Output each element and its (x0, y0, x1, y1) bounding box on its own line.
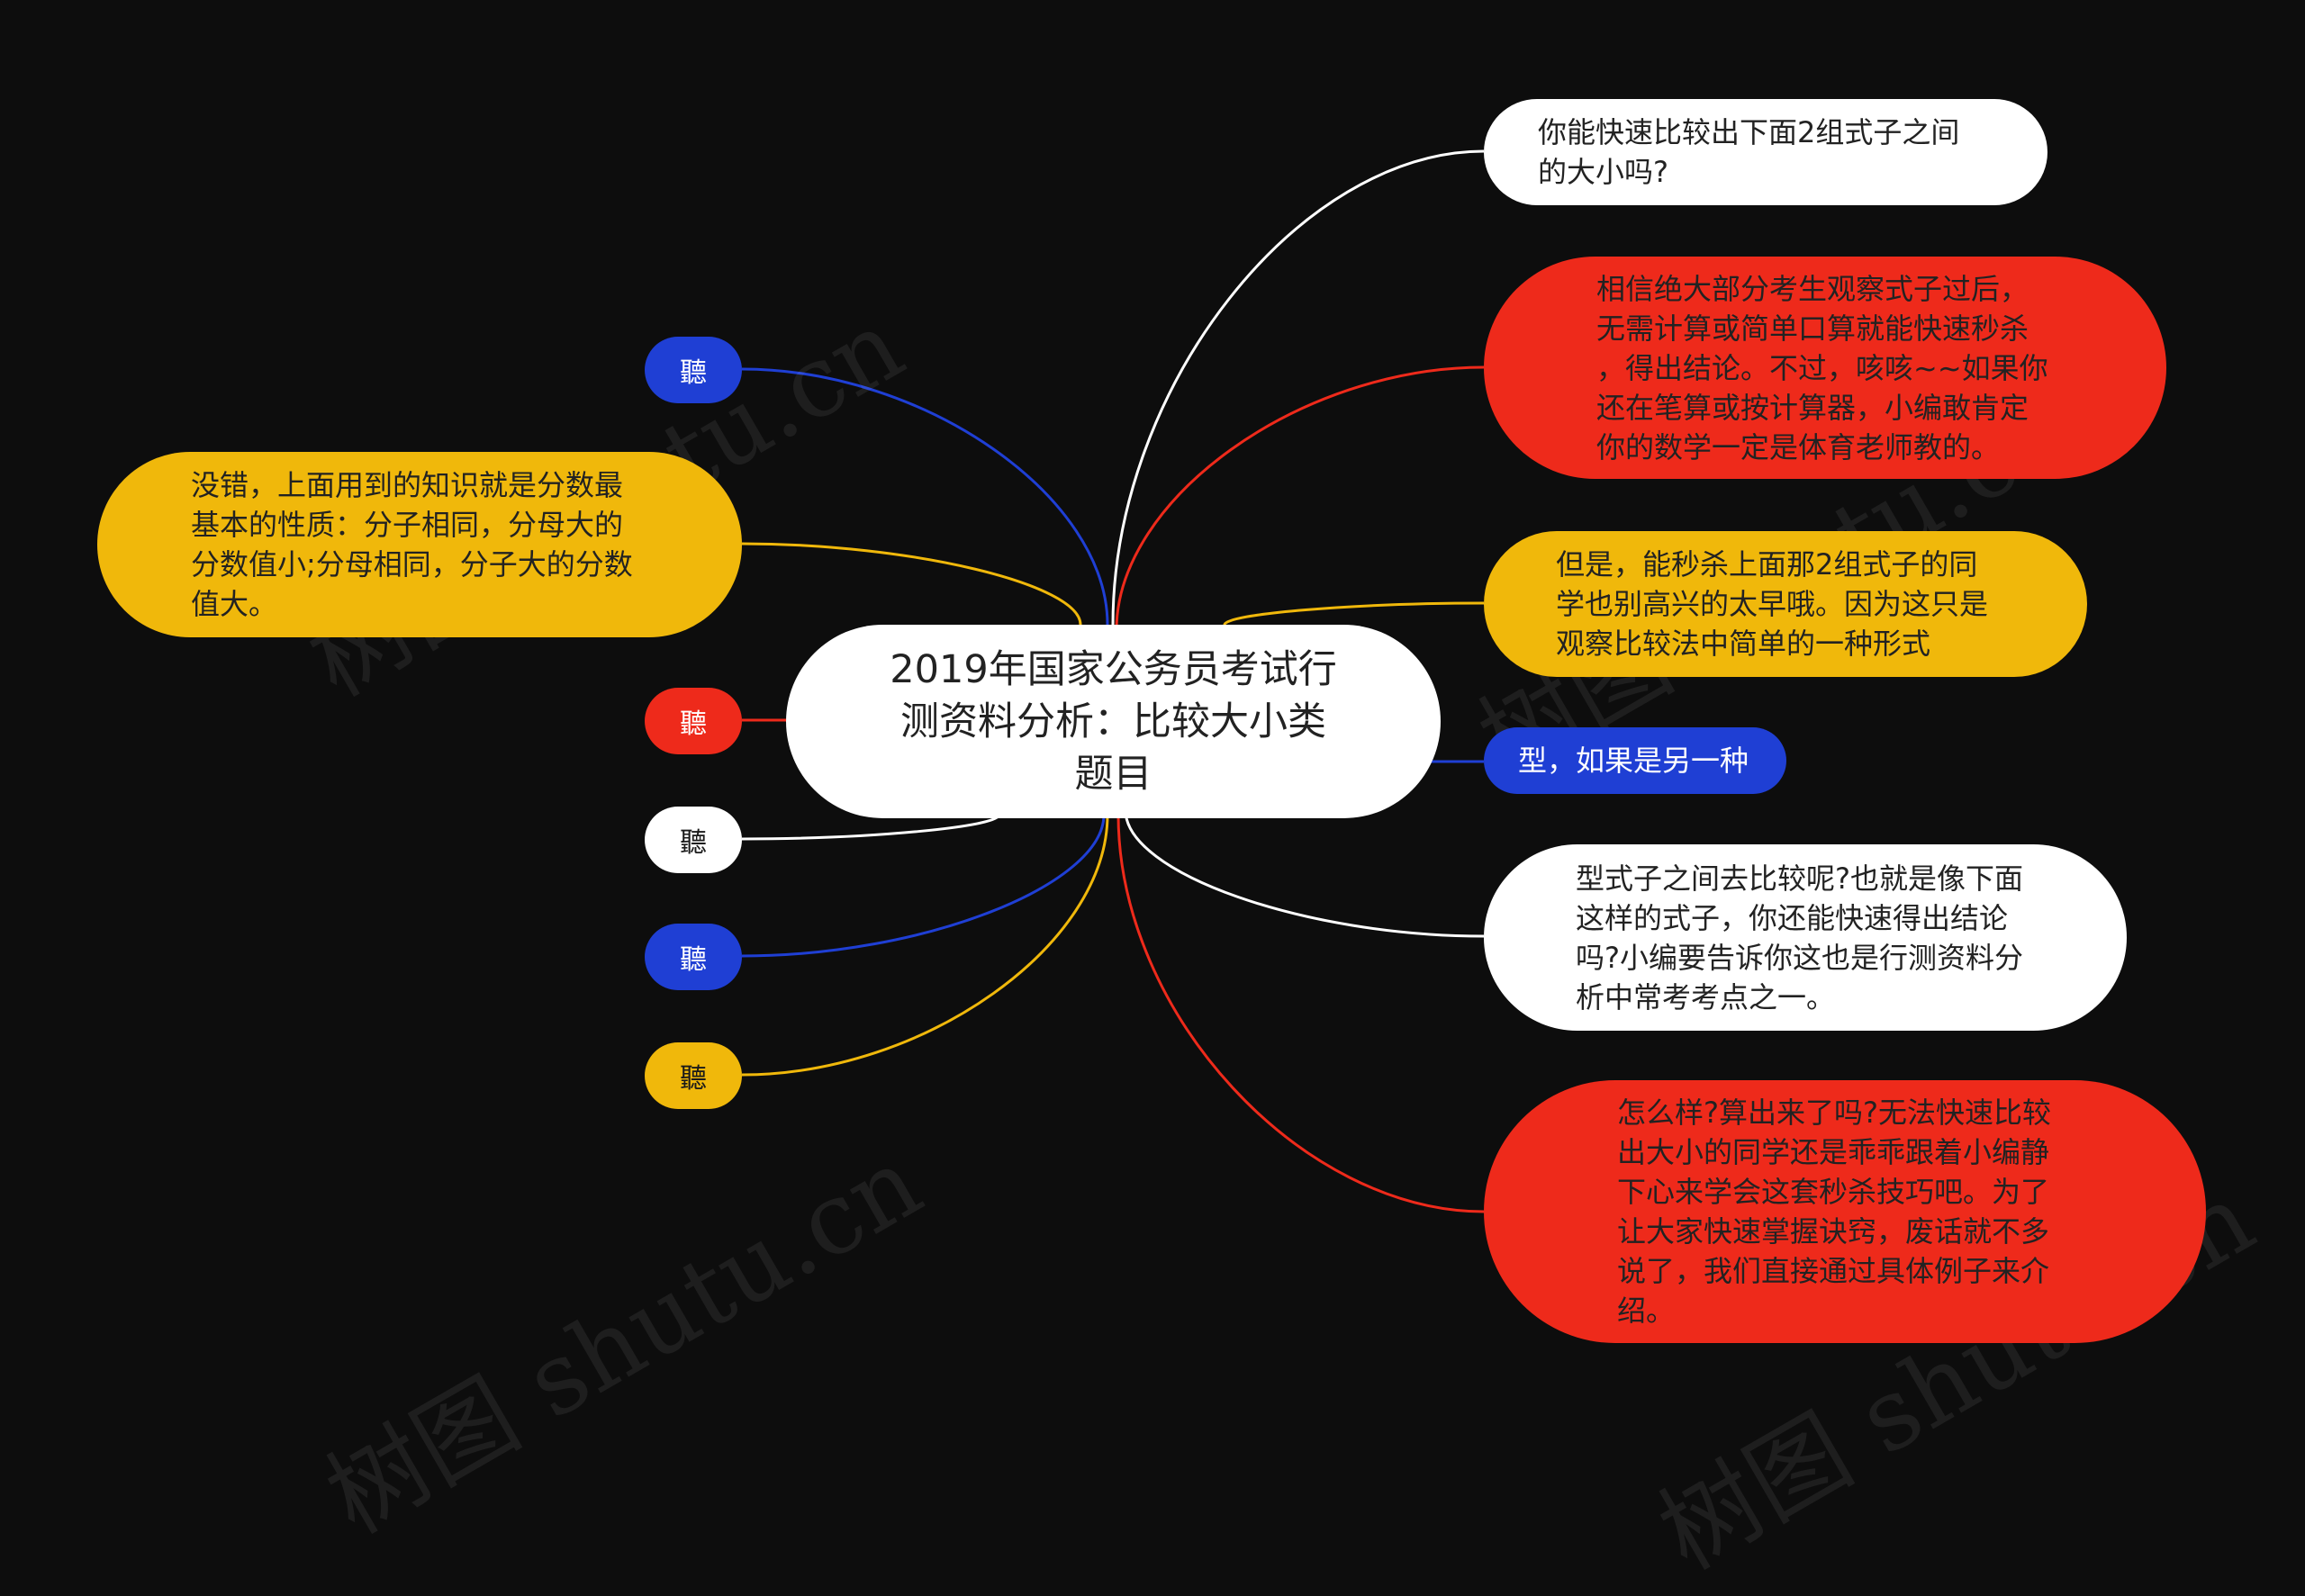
left-connector-6 (741, 814, 1109, 1077)
right-node-1[interactable]: 你能快速比较出下面2组式子之间 的大小吗? (1484, 99, 2047, 205)
right-node-6-text: 怎么样?算出来了吗?无法快速比较 出大小的同学还是乖乖跟着小编静 下心来学会这套… (1617, 1096, 2051, 1328)
right-connector-5 (1124, 809, 1485, 938)
right-node-5-text: 型式子之间去比较呢?也就是像下面 这样的式子，你还能快速得出结论 吗?小编要告诉… (1576, 861, 2023, 1014)
right-node-4[interactable]: 型，如果是另一种 (1484, 727, 1786, 794)
left-connector-2 (741, 542, 1082, 626)
mind-map-canvas: 树图 shutu.cn 树图 shutu.cn 树图 shutu.cn 树图 s… (97, 99, 2272, 1591)
root-topic-text: 2019年国家公务员考试行 测资料分析：比较大小类 题目 (890, 646, 1337, 797)
left-node-4[interactable]: 聽 (645, 807, 742, 873)
right-node-3[interactable]: 但是，能秒杀上面那2组式子的同 学也别高兴的太早哦。因为这只是 观察比较法中简单… (1484, 531, 2087, 677)
root-topic[interactable]: 2019年国家公务员考试行 测资料分析：比较大小类 题目 (786, 625, 1441, 818)
right-node-3-text: 但是，能秒杀上面那2组式子的同 学也别高兴的太早哦。因为这只是 观察比较法中简单… (1556, 547, 1989, 661)
right-connector-1 (1111, 149, 1485, 626)
right-node-2-text: 相信绝大部分考生观察式子过后， 无需计算或简单口算就能快速秒杀 ，得出结论。不过… (1596, 271, 2048, 464)
left-node-4-text: 聽 (680, 827, 707, 859)
right-node-4-text: 型，如果是另一种 (1518, 744, 1749, 778)
left-node-3-text: 聽 (680, 708, 707, 740)
left-node-5[interactable]: 聽 (645, 924, 742, 990)
right-node-5[interactable]: 型式子之间去比较呢?也就是像下面 这样的式子，你还能快速得出结论 吗?小编要告诉… (1484, 844, 2127, 1031)
right-connector-6 (1116, 814, 1485, 1213)
left-node-2[interactable]: 没错，上面用到的知识就是分数最 基本的性质：分子相同，分母大的 分数值小;分母相… (97, 452, 742, 637)
left-node-3[interactable]: 聽 (645, 688, 742, 754)
right-connector-2 (1115, 365, 1485, 631)
left-node-1-text: 聽 (680, 357, 707, 389)
left-node-2-text: 没错，上面用到的知识就是分数最 基本的性质：分子相同，分母大的 分数值小;分母相… (191, 468, 633, 621)
left-connector-4 (741, 814, 1001, 841)
right-connector-3 (1223, 601, 1485, 626)
right-node-1-text: 你能快速比较出下面2组式子之间 的大小吗? (1538, 115, 1960, 189)
connector-lines (741, 149, 1485, 1213)
left-node-1[interactable]: 聽 (645, 337, 742, 403)
left-node-6[interactable]: 聽 (645, 1042, 742, 1109)
right-node-6[interactable]: 怎么样?算出来了吗?无法快速比较 出大小的同学还是乖乖跟着小编静 下心来学会这套… (1484, 1080, 2206, 1343)
left-node-5-text: 聽 (680, 944, 707, 976)
left-node-6-text: 聽 (680, 1063, 707, 1095)
left-connector-5 (741, 814, 1106, 958)
right-node-2[interactable]: 相信绝大部分考生观察式子过后， 无需计算或简单口算就能快速秒杀 ，得出结论。不过… (1484, 257, 2166, 479)
left-connector-1 (741, 367, 1109, 626)
